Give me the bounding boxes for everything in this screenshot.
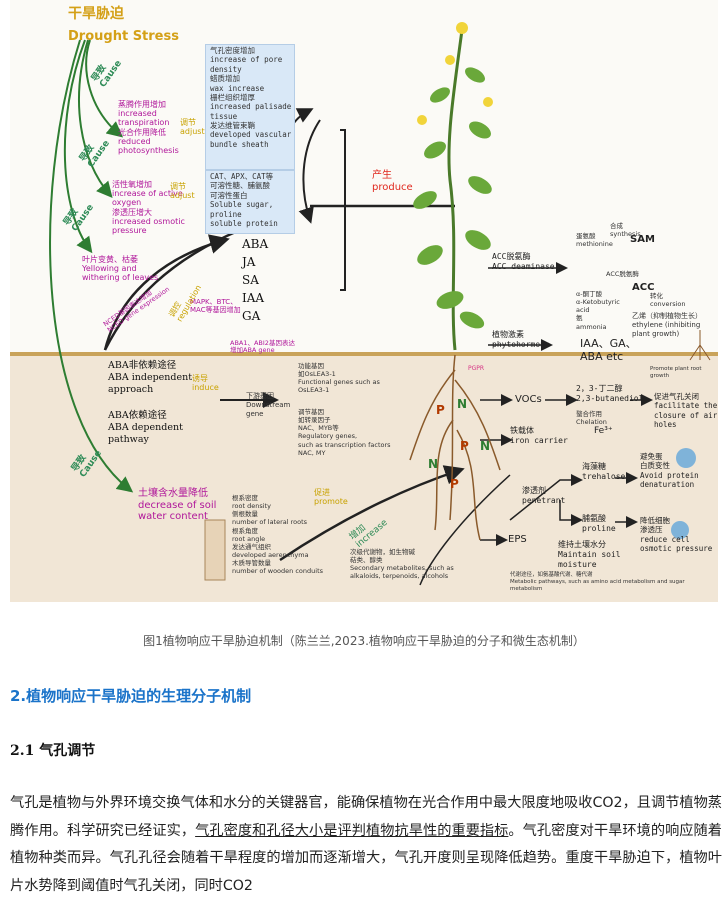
produce-label: 产生 produce — [372, 170, 413, 193]
root-growth-icon — [689, 330, 711, 361]
downstream-gene: 下游基因 Downstream gene — [246, 392, 291, 418]
reduce-cell: 降低细胞 渗透压 reduce cell osmotic pressure — [640, 516, 713, 554]
cause-arrow-1 — [85, 39, 124, 138]
ketobutyric: α-酮丁酸 α-Ketobutyric acid 氨 ammonia — [576, 290, 620, 331]
metabolic-pathways: 代谢途径，如氨基酸代谢、糖代谢 Metabolic pathways, such… — [510, 572, 685, 592]
promote-label: 促进 promote — [314, 488, 348, 507]
drought-title-zh: 干旱胁迫 — [68, 6, 124, 22]
functional-genes: 功能基因 如OsLEA3-1 Functional genes such as … — [298, 362, 380, 395]
penetrant: 渗透剂 penetrant — [522, 486, 566, 505]
mapk-label: MAPK、BTC、 MAC等基因增加 — [190, 298, 241, 315]
osmotic-box-text: CAT、APX、CAT等 可溶性糖、脯氨酸 可溶性蛋白 Soluble suga… — [210, 172, 278, 228]
iron-carrier: 铁载体 iron carrier — [510, 426, 568, 445]
promote-root-growth: Promote plant root growth — [650, 366, 702, 379]
body-paragraph: 气孔是植物与外界环境交换气体和水分的关键器官，能确保植物在光合作用中最大限度地吸… — [10, 790, 722, 900]
effect-transpiration: 蒸腾作用增加 increased transpiration 光合作用降低 re… — [118, 100, 179, 155]
cause-arrow-4 — [49, 39, 134, 493]
fe-ion: Fe³⁺ — [594, 426, 613, 436]
paragraph-part-1: 气孔是植物与外界环境交换气体和水分的关键器官，能确保植物在光合作用中最大限度地吸… — [10, 795, 722, 839]
hormone-bracket — [340, 129, 346, 291]
trehalose: 海藻糖 trehalose — [582, 462, 626, 481]
figure-caption: 图1植物响应干旱胁迫机制（陈兰兰,2023.植物响应干旱胁迫的分子和微生态机制） — [143, 634, 585, 648]
ethylene: 乙烯（抑制植物生长） ethylene (inhibiting plant gr… — [632, 312, 702, 338]
penetrant-arrow — [509, 474, 583, 521]
hormone-arrow — [103, 234, 230, 351]
arrows-layer — [49, 22, 711, 586]
nutrient-n-1: N — [457, 397, 468, 411]
cell-icon — [671, 448, 696, 539]
acc-deaminase-small: ACC脱氨酶 — [606, 270, 639, 278]
stomata-closure: 促进气孔关闭 facilitate the closure of air hol… — [654, 392, 718, 430]
drought-title-en: Drought Stress — [68, 29, 179, 44]
nutrient-n-2: N — [480, 439, 491, 453]
cause-arrow-3 — [63, 39, 93, 254]
structure-box — [205, 44, 295, 170]
root-traits: 根系密度 root density 侧根数量 number of lateral… — [232, 494, 324, 576]
plant-leaves — [413, 67, 492, 329]
section-2-title: 2.植物响应干旱胁迫的生理分子机制 — [10, 687, 252, 705]
chelation: 螯合作用 Chelation — [576, 410, 607, 427]
nutrient-p-2: P — [460, 439, 469, 453]
induce-label: 诱导 induce — [192, 374, 219, 393]
plant-flowers — [417, 22, 493, 125]
osmotic-box — [205, 170, 295, 234]
abi-label: ABA1、ABI2基因表达 增加ABA gene — [230, 339, 295, 355]
butanediol: 2，3-丁二醇 2,3-butanediol — [576, 384, 644, 403]
regulatory-genes: 调节基因 如转录因子 NAC、MYB等 Regulatory genes, su… — [298, 408, 391, 457]
hormones-right: IAA、GA、 ABA etc — [580, 337, 637, 363]
vocs-label: VOCs — [515, 394, 542, 405]
conversion-label: 转化 conversion — [650, 292, 686, 309]
nutrient-p-3: P — [450, 477, 459, 491]
adjust-arrow — [298, 119, 321, 224]
eps-label: EPS — [508, 534, 527, 545]
paragraph-part-2: 。气孔密度对干旱环境的响应随着植物种类而异。气孔孔径会随着干旱程度的增加而逐渐增… — [10, 822, 722, 894]
mechanism-figure: 干旱胁迫 Drought Stress 导致 Cause 导致 Cause 导致… — [10, 0, 718, 602]
plant-roots — [409, 354, 501, 541]
synthesis-label: 合成 synthesis — [610, 222, 641, 239]
nutrient-p-1: P — [436, 403, 445, 417]
proline: 脯氨酸 proline — [582, 514, 616, 533]
root-tissue-icon — [204, 519, 226, 581]
adjust-label-2: 调节 adjust — [170, 182, 195, 201]
paragraph-underlined: 气孔密度和孔径大小是评判植物抗旱性的重要指标 — [195, 822, 509, 839]
root-arrow — [279, 465, 465, 562]
effect-oxygen: 活性氧增加 increase of active oxygen 渗透压增大 in… — [112, 180, 185, 235]
maintain-soil: 维持土壤水分 Maintain soil moisture — [558, 540, 621, 569]
methionine: 蛋氨酸 methionine — [576, 232, 613, 249]
sam-label: SAM — [630, 234, 655, 245]
pgpr-label: PGPR — [468, 365, 485, 372]
effect-yellowing: 叶片变黄、枯萎 Yellowing and withering of leave… — [82, 255, 159, 283]
secondary-arrow — [419, 474, 511, 586]
adjust-label-1: 调节 adjust — [180, 118, 205, 137]
hormone-list: ABA JA SA IAA GA — [242, 237, 269, 323]
structure-box-text: 气孔密度增加 increase of pore density 蜡质增加 wax… — [210, 46, 292, 149]
hormone-curve — [103, 228, 241, 351]
soil-moisture: 土壤含水量降低 decrease of soil water content — [138, 488, 217, 522]
avoid-protein: 避免蛋 白质变性 Avoid protein denaturation — [640, 452, 699, 490]
aba-independent: ABA非依赖途径 ABA independent approach — [108, 360, 193, 395]
phytohormone: 植物激素 phytohormone — [492, 330, 550, 349]
nutrient-n-3: N — [428, 457, 439, 471]
acc-deaminase: ACC脱氨酶 ACC deaminase — [492, 252, 555, 271]
soil-surface-line — [10, 352, 718, 356]
cause-arrow-2 — [78, 39, 113, 199]
proline-arrow — [559, 500, 583, 526]
acc-node: ACC — [632, 282, 655, 293]
section-2-1-title: 2.1 气孔调节 — [10, 743, 96, 759]
secondary-metabolites: 次级代谢物，如生物碱 萜类、醇类 Secondary metabolites, … — [350, 548, 454, 581]
aba-dependent: ABA依赖途径 ABA dependent pathway — [108, 410, 183, 445]
